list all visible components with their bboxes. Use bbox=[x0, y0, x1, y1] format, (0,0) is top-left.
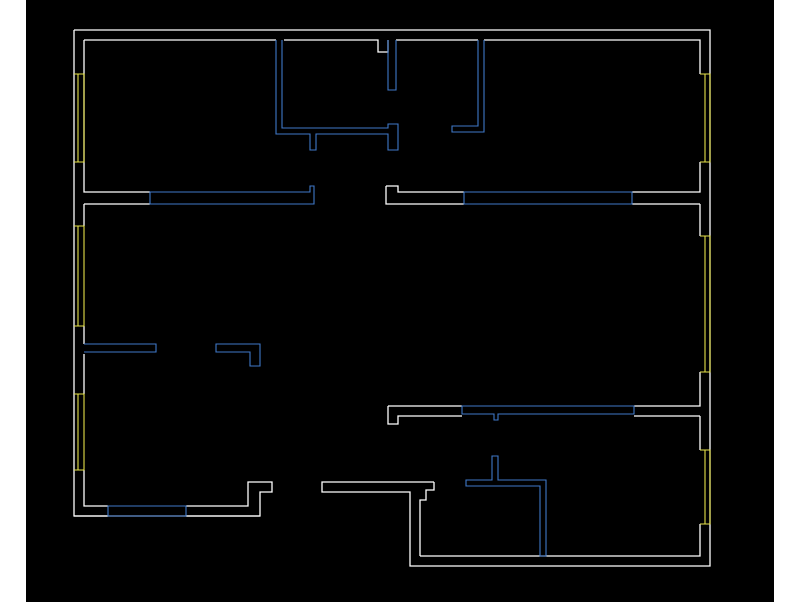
corridor-wall-upper-right bbox=[385, 185, 464, 205]
partition-lower-right-band bbox=[461, 405, 635, 421]
window-right-1 bbox=[700, 73, 711, 163]
partitions bbox=[84, 40, 635, 557]
windows bbox=[74, 73, 711, 525]
inner-wall-left-upper-lower bbox=[83, 203, 150, 226]
lower-room-inner-wall bbox=[419, 482, 544, 557]
partition-upper-right-band bbox=[463, 191, 633, 205]
inner-wall-right-mid bbox=[634, 372, 701, 450]
inner-wall-top-mid bbox=[284, 39, 701, 74]
window-left-3 bbox=[74, 393, 85, 471]
exterior-walls bbox=[73, 29, 711, 567]
partition-mid-stub bbox=[215, 343, 261, 367]
drawing-canvas bbox=[26, 0, 774, 602]
inner-wall-right-bottom bbox=[544, 524, 701, 557]
window-left-2 bbox=[74, 225, 85, 327]
outer-wall-outline bbox=[73, 29, 711, 567]
partition-lower-room bbox=[465, 455, 547, 557]
partition-closet-left bbox=[275, 40, 399, 151]
partition-left-stub bbox=[84, 343, 157, 353]
window-right-3 bbox=[700, 449, 711, 525]
window-right-2 bbox=[700, 235, 711, 373]
partition-upper-left-band bbox=[149, 185, 315, 205]
inner-wall-left-bottom bbox=[74, 470, 108, 517]
partition-bottom-window bbox=[107, 505, 187, 517]
inner-wall-right-upper bbox=[632, 162, 701, 236]
partition-closet-right bbox=[451, 40, 485, 133]
corridor-wall-lower-right bbox=[387, 405, 462, 425]
partition-closet-mid bbox=[387, 40, 397, 91]
window-left-1 bbox=[74, 73, 85, 163]
inner-wall-left-top bbox=[83, 40, 150, 193]
